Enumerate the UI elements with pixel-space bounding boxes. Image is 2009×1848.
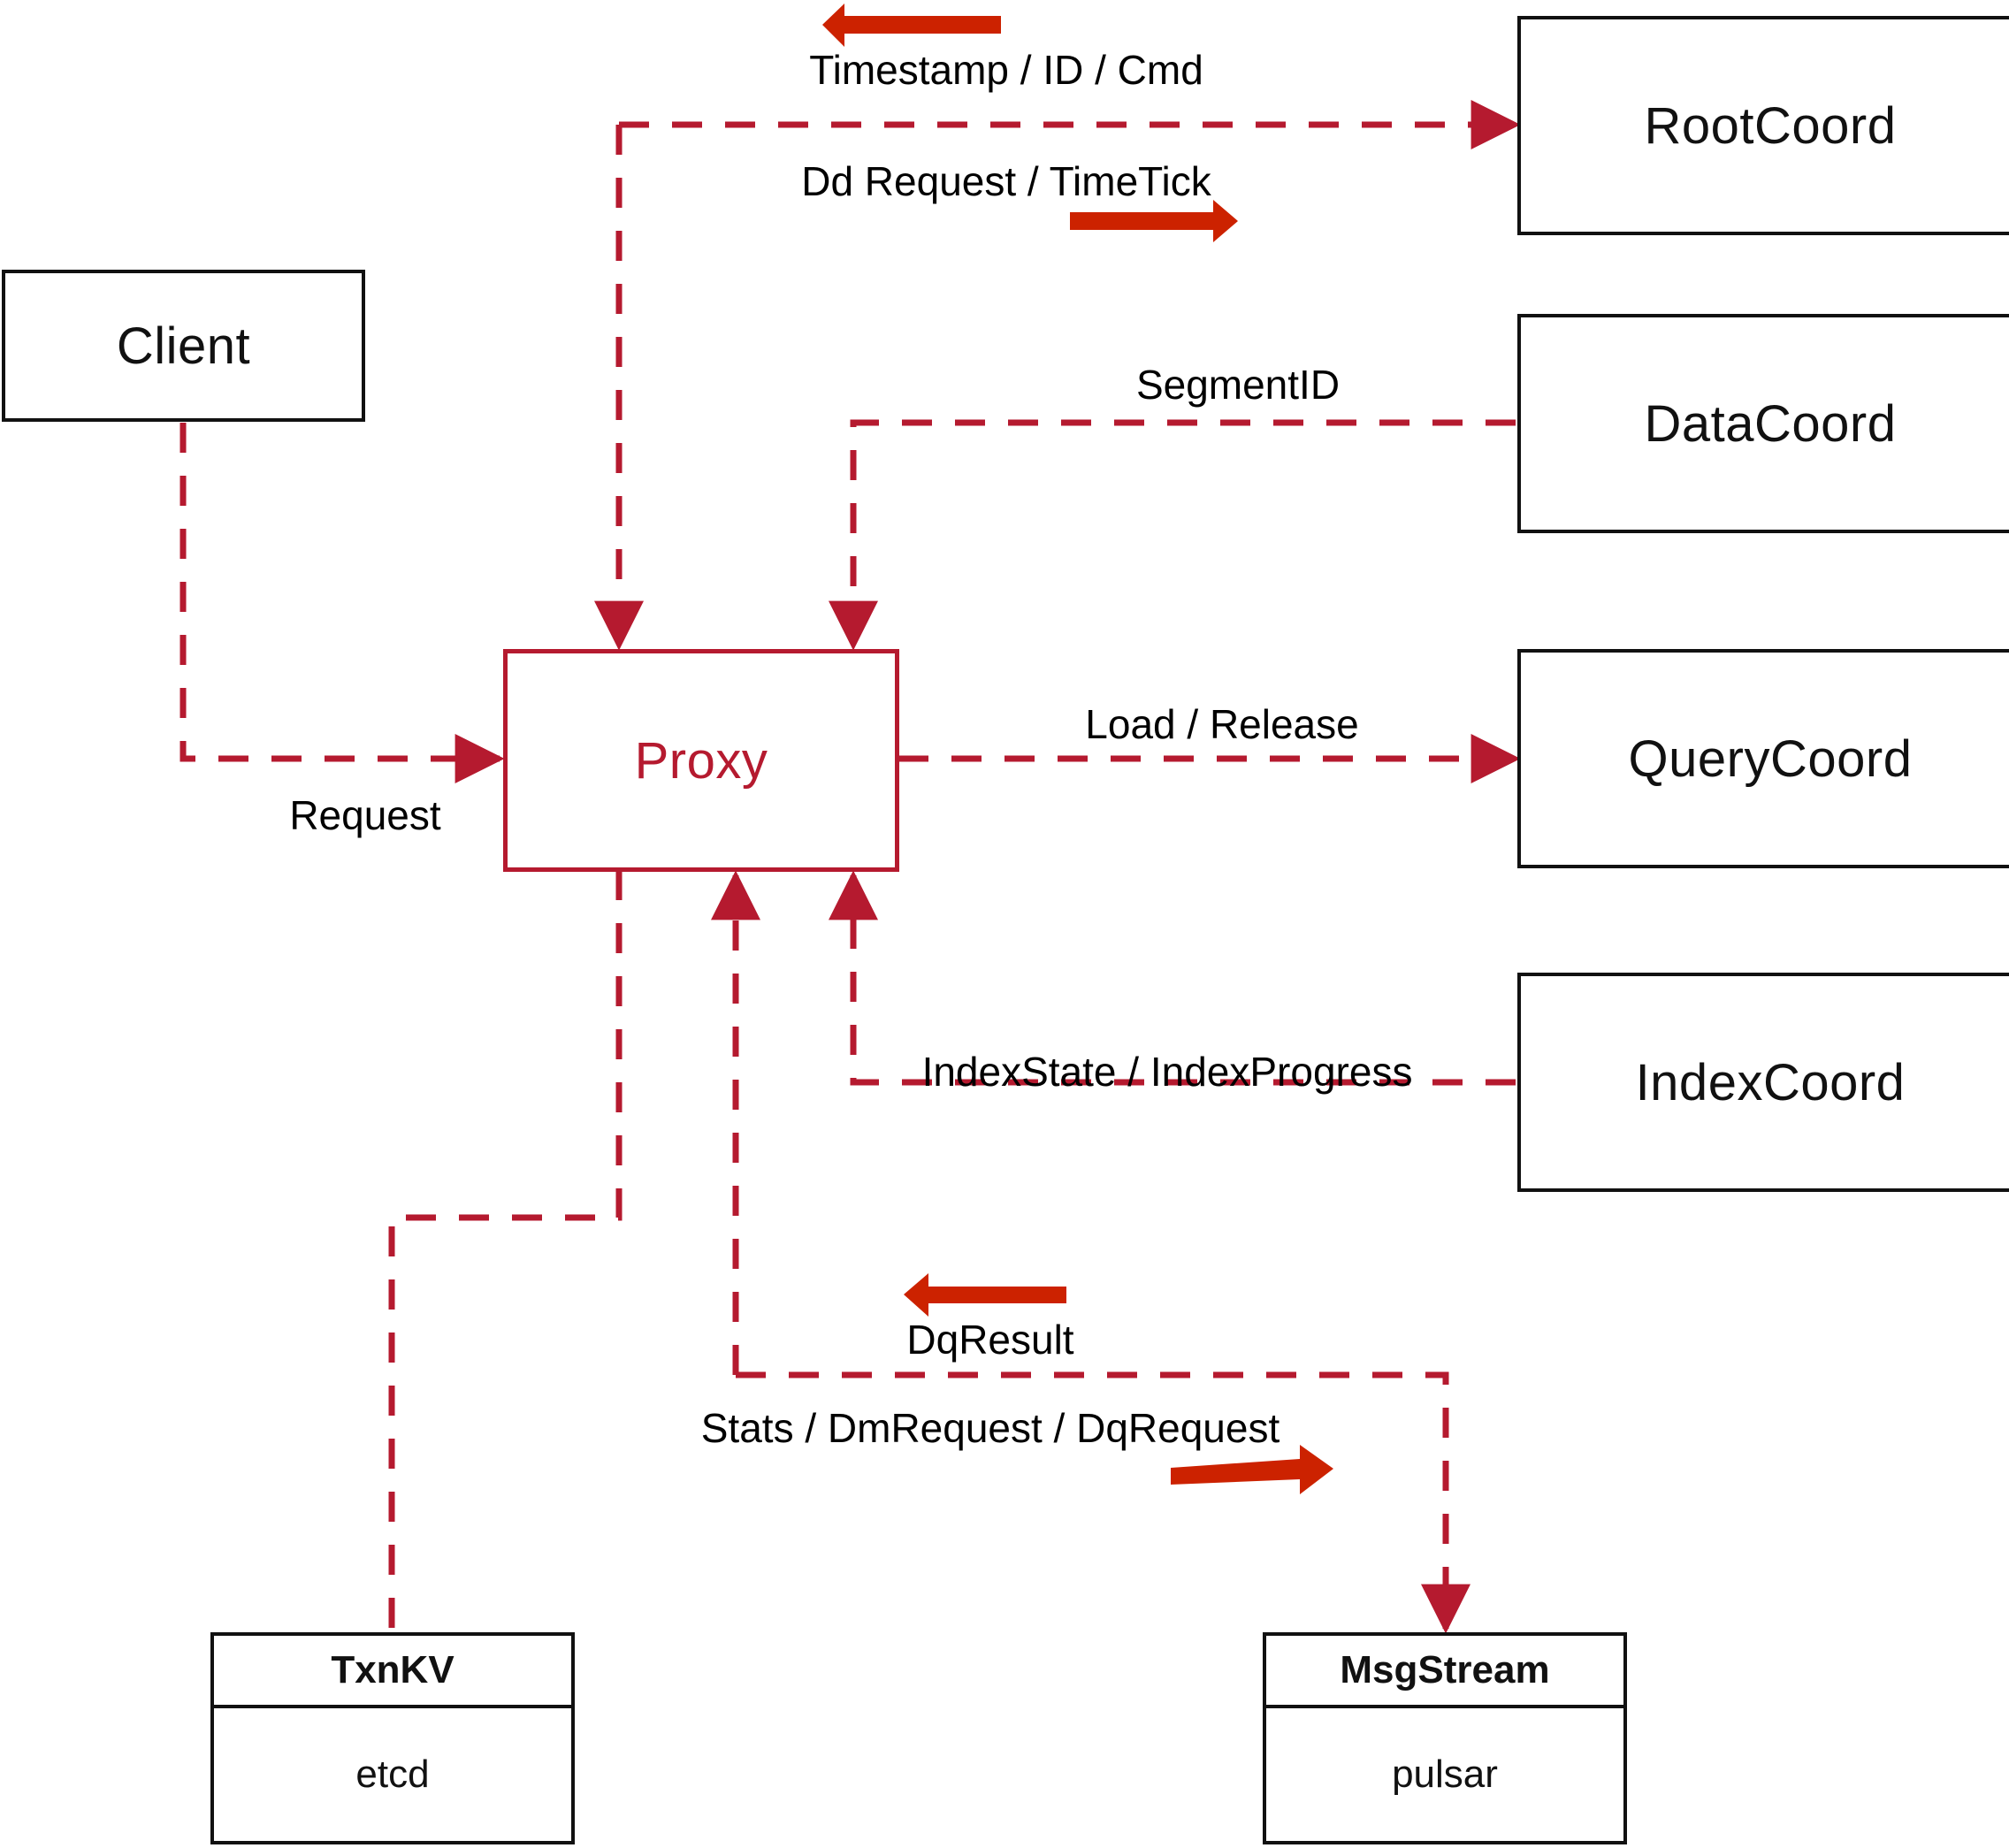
node-rootcoord-label: RootCoord: [1644, 96, 1897, 155]
bold-arrow-ddrequest-right: [1070, 200, 1238, 242]
store-msgstream-header: MsgStream: [1266, 1636, 1623, 1708]
wire-datacoord: [829, 419, 1516, 651]
node-datacoord[interactable]: DataCoord: [1517, 314, 2009, 533]
store-txnkv-header-label: TxnKV: [331, 1648, 455, 1691]
node-proxy[interactable]: Proxy: [503, 649, 899, 872]
bold-arrow-timestamp-left: [822, 4, 1001, 47]
store-msgstream-body: pulsar: [1266, 1708, 1623, 1841]
node-querycoord[interactable]: QueryCoord: [1517, 649, 2009, 868]
node-indexcoord[interactable]: IndexCoord: [1517, 973, 2009, 1192]
store-txnkv[interactable]: TxnKV etcd: [210, 1632, 575, 1844]
node-indexcoord-label: IndexCoord: [1635, 1053, 1906, 1111]
edge-label-segmentid: SegmentID: [1135, 362, 1341, 408]
node-client-label: Client: [116, 317, 251, 375]
wire-client: [180, 423, 505, 783]
store-txnkv-body-label: etcd: [355, 1753, 430, 1796]
bold-arrow-dqresult-left: [904, 1273, 1066, 1317]
store-txnkv-body: etcd: [214, 1708, 571, 1841]
wire-txnkv: [388, 870, 623, 1632]
node-querycoord-label: QueryCoord: [1628, 729, 1913, 788]
edge-label-timestamp-id-cmd: Timestamp / ID / Cmd: [809, 47, 1203, 93]
store-txnkv-header: TxnKV: [214, 1636, 571, 1708]
edge-label-stats-dmrequest-dqrequest: Stats / DmRequest / DqRequest: [700, 1405, 1280, 1451]
bold-arrow-dqrequest-right: [1171, 1445, 1333, 1494]
store-msgstream-body-label: pulsar: [1392, 1753, 1498, 1796]
store-msgstream-header-label: MsgStream: [1340, 1648, 1550, 1691]
edge-label-request: Request: [289, 792, 441, 838]
node-datacoord-label: DataCoord: [1644, 394, 1897, 453]
node-client[interactable]: Client: [2, 270, 365, 422]
node-proxy-label: Proxy: [634, 731, 768, 790]
edge-label-load-release: Load / Release: [1085, 701, 1359, 747]
edge-label-dd-request-timetick: Dd Request / TimeTick: [801, 158, 1211, 204]
node-rootcoord[interactable]: RootCoord: [1517, 16, 2009, 235]
edge-label-indexstate-indexprogress: IndexState / IndexProgress: [921, 1049, 1413, 1095]
edge-label-dqresult: DqResult: [906, 1317, 1074, 1363]
store-msgstream[interactable]: MsgStream pulsar: [1263, 1632, 1627, 1844]
